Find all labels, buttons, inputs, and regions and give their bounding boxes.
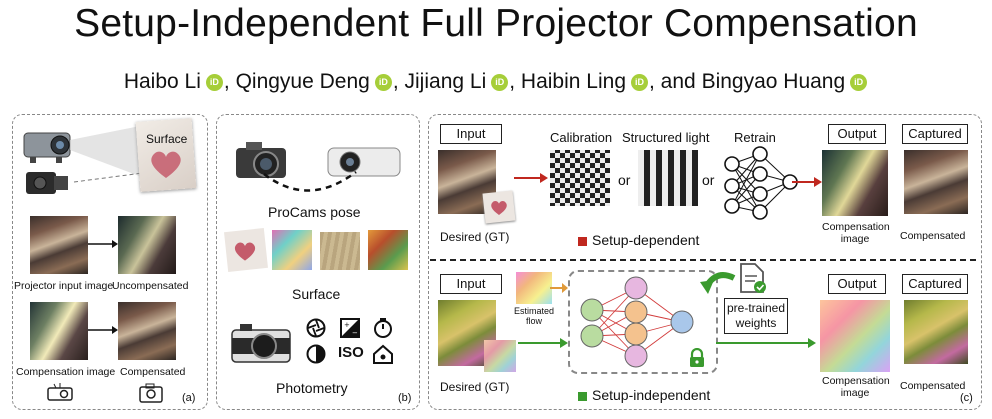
heart-icon (151, 151, 181, 178)
input-box: Input (440, 274, 502, 294)
structured-light-label: Structured light (622, 130, 710, 145)
compensation-output-image (822, 150, 888, 216)
output-box: Output (828, 124, 886, 144)
curved-arrow-icon (700, 272, 736, 294)
red-arrow (792, 177, 822, 187)
captured-image (904, 150, 968, 214)
arrow-icon (88, 240, 118, 248)
estimated-flow-image (516, 272, 552, 304)
red-arrow (514, 173, 548, 183)
projector-input-label: Projector input image (14, 280, 114, 292)
lock-icon (690, 348, 704, 367)
green-arrow (716, 338, 816, 348)
uncompensated-label: Uncompensated (112, 280, 189, 292)
projector-icon (23, 132, 71, 163)
uncompensated-image (118, 216, 176, 274)
procams-pose-label: ProCams pose (268, 204, 361, 220)
captured-image (904, 300, 968, 364)
retrain-label: Retrain (734, 130, 776, 145)
author-name: Jijiang Li (404, 70, 487, 93)
projection-rays (70, 124, 151, 183)
camera-photo-icon (236, 142, 286, 178)
svg-text:−: − (352, 329, 358, 337)
heart-icon (491, 200, 507, 215)
output-box: Output (828, 274, 886, 294)
heart-icon (234, 242, 256, 261)
projector-photo-icon (327, 147, 401, 177)
iso-icon: ISO (338, 344, 364, 361)
captured-box: Captured (902, 124, 968, 144)
orcid-icon[interactable]: iD (374, 73, 392, 91)
panel-c-divider (430, 259, 980, 261)
projector-outline-icon (47, 383, 73, 401)
compensation-image (30, 302, 88, 360)
setup-independent-legend: Setup-independent (578, 387, 710, 403)
white-balance-icon (373, 344, 393, 364)
surface-sample-colorful (272, 230, 312, 270)
desired-gt-label: Desired (GT) (440, 230, 510, 244)
panel-b-tag: (b) (398, 392, 412, 404)
orcid-icon[interactable]: iD (850, 73, 868, 91)
calibration-image (550, 150, 610, 206)
contrast-icon (306, 344, 326, 364)
document-check-icon (740, 263, 766, 293)
network-frame (568, 270, 718, 374)
exposure-icon: +− (340, 318, 360, 338)
author-name: Haibin Ling (520, 70, 626, 93)
desired-gt-label: Desired (GT) (440, 380, 510, 394)
timer-icon (374, 318, 392, 338)
compensated-label: Compensated (900, 380, 966, 392)
compensation-output-image (820, 300, 890, 372)
calibration-label: Calibration (550, 130, 613, 145)
author-name: Bingyao Huang (701, 70, 846, 93)
panel-b (216, 114, 420, 410)
orcid-icon[interactable]: iD (631, 73, 648, 91)
compensated-label: Compensated (120, 366, 186, 378)
or-label-2: or (702, 172, 715, 188)
neural-network-icon (724, 146, 798, 220)
compensated-image (118, 302, 176, 360)
surface-label: Surface (146, 132, 188, 146)
pose-curve (263, 170, 357, 192)
or-label-1: or (618, 172, 631, 188)
neural-network-colored-icon (580, 276, 694, 368)
structured-light-image (638, 150, 698, 206)
panel-a-tag: (a) (182, 392, 196, 404)
input-box: Input (440, 124, 502, 144)
surface-sample-texture (368, 230, 408, 270)
camera-icon (26, 172, 68, 194)
green-arrow (518, 338, 568, 348)
compensation-image-label: Compensation image (16, 366, 116, 378)
camera-photo-icon (231, 324, 291, 363)
setup-dependent-legend: Setup-dependent (578, 232, 699, 248)
author-name: Haibo Li (123, 70, 201, 93)
projector-input-image (30, 216, 88, 274)
panel-c-tag: (c) (960, 392, 973, 404)
arrow-icon (88, 326, 118, 334)
svg-text:+: + (344, 321, 350, 329)
camera-outline-icon (139, 383, 163, 403)
panel-c (428, 114, 982, 410)
orcid-icon[interactable]: iD (491, 73, 509, 91)
panel-a (12, 114, 208, 410)
surface-label: Surface (292, 286, 341, 302)
author-name: Qingyue Deng (235, 70, 370, 93)
photometry-label: Photometry (276, 380, 348, 396)
surface-sample-wood (320, 232, 360, 270)
aperture-icon (306, 318, 326, 338)
compensated-label: Compensated (900, 230, 966, 242)
orcid-icon[interactable]: iD (205, 73, 223, 91)
orange-arrow (550, 283, 568, 293)
surface-thumb (484, 340, 516, 372)
paper-title: Setup-Independent Full Projector Compens… (74, 2, 918, 45)
captured-box: Captured (902, 274, 968, 294)
